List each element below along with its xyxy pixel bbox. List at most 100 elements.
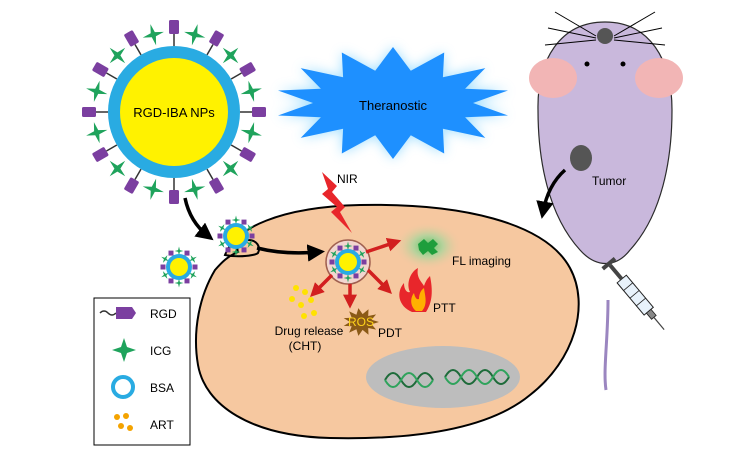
tumor-arrow xyxy=(536,168,567,219)
drug-release-sub-label: (CHT) xyxy=(289,339,322,353)
rgd-stalk xyxy=(206,44,214,56)
rgd-stalk xyxy=(134,168,142,180)
rgd-peptide-icon xyxy=(241,247,247,253)
mouse-body xyxy=(537,21,673,264)
legend-box xyxy=(93,297,191,446)
icg-star-icon xyxy=(142,24,164,46)
cell-membrane xyxy=(195,203,580,440)
particle-core xyxy=(339,253,357,271)
icg-star-icon xyxy=(222,47,239,64)
icg-star-icon xyxy=(231,247,241,257)
mouse: Tumor xyxy=(529,11,683,391)
icg-star-icon xyxy=(189,255,197,263)
theranostic-label: Theranostic xyxy=(359,98,427,113)
syringe-icon xyxy=(601,257,665,330)
rgd-peptide-icon xyxy=(337,245,343,251)
legend-label-icg: ICG xyxy=(150,344,171,358)
legend-label-art: ART xyxy=(150,418,174,432)
mouse-left-eye xyxy=(584,61,590,67)
mouse-nose xyxy=(597,28,613,44)
pdt-label: PDT xyxy=(378,326,403,340)
ptt-label: PTT xyxy=(433,301,456,315)
rgd-stalk xyxy=(230,72,242,80)
rgd-peptide-icon xyxy=(82,107,96,117)
icg-star-icon xyxy=(189,271,197,279)
rgd-peptide-icon xyxy=(337,273,343,279)
rgd-peptide-icon xyxy=(225,219,231,225)
small-nanoparticle xyxy=(160,246,198,288)
arrow-to-drug xyxy=(310,273,334,297)
rgd-peptide-icon xyxy=(192,264,198,270)
legend-label-rgd: RGD xyxy=(150,307,177,321)
particle-core xyxy=(227,227,245,245)
icg-star-icon xyxy=(184,178,206,200)
tumor-label: Tumor xyxy=(592,174,626,188)
icg-star-icon xyxy=(109,47,126,64)
fl-imaging-label: FL imaging xyxy=(452,254,511,268)
rgd-peptide-icon xyxy=(353,273,359,279)
rgd-peptide-icon xyxy=(252,107,266,117)
cell: FL imaging xyxy=(195,203,580,440)
icg-star-icon xyxy=(161,271,169,279)
cell-nucleus xyxy=(366,346,520,408)
legend-label-bsa: BSA xyxy=(150,381,174,395)
action-arrows xyxy=(310,238,402,309)
rgd-peptide-icon xyxy=(92,147,109,162)
nir-lightning-icon xyxy=(322,172,352,233)
mouse-left-ear xyxy=(529,58,577,98)
icg-star-icon xyxy=(109,160,126,177)
fl-signal-icon xyxy=(418,239,438,255)
ros-label: ROS xyxy=(348,315,374,329)
dna-strands xyxy=(384,369,510,388)
icg-star-icon xyxy=(218,224,226,232)
endosome xyxy=(325,239,371,285)
mouse-right-eye xyxy=(620,61,626,67)
icg-star-icon xyxy=(240,122,262,144)
uptake-arrow-2 xyxy=(256,244,325,262)
particle-surface-ligands xyxy=(82,20,266,204)
particle-core xyxy=(170,258,188,276)
icg-star-icon xyxy=(174,246,184,256)
rgd-peptide-icon xyxy=(361,259,367,265)
rgd-peptide-icon xyxy=(92,62,109,77)
rgd-peptide-icon xyxy=(353,245,359,251)
rgd-stalk xyxy=(230,144,242,152)
large-nanoparticle: RGD-IBA NPs xyxy=(82,20,266,204)
rgd-peptide-icon xyxy=(217,233,223,239)
particle-core xyxy=(120,58,228,166)
rgd-peptide-icon xyxy=(184,278,190,284)
icg-star-icon xyxy=(184,24,206,46)
small-nanoparticle xyxy=(329,241,367,283)
rgd-stalk xyxy=(134,44,142,56)
mouse-tail xyxy=(603,299,610,391)
icg-star-icon xyxy=(86,122,108,144)
icg-star-icon xyxy=(174,278,184,288)
icg-star-icon xyxy=(112,338,136,362)
rgd-stalk xyxy=(206,168,214,180)
nanoparticle-label: RGD-IBA NPs xyxy=(133,105,215,120)
icg-star-icon xyxy=(343,241,353,251)
rgd-peptide-icon xyxy=(99,307,136,319)
rgd-peptide-icon xyxy=(209,177,224,194)
icg-star-icon xyxy=(246,224,254,232)
icg-star-icon xyxy=(222,160,239,177)
drug-dots xyxy=(289,285,317,319)
rgd-peptide-icon xyxy=(239,147,256,162)
rgd-stalk xyxy=(106,72,118,80)
rgd-peptide-icon xyxy=(160,264,166,270)
rgd-peptide-icon xyxy=(169,190,179,204)
rgd-peptide-icon xyxy=(241,219,247,225)
theranostic-burst: Theranostic xyxy=(278,47,508,159)
burst-shape xyxy=(278,47,508,159)
rgd-peptide-icon xyxy=(209,30,224,47)
rgd-peptide-icon xyxy=(184,250,190,256)
icg-star-icon xyxy=(330,266,338,274)
mouse-right-ear xyxy=(635,58,683,98)
icg-star-icon xyxy=(231,215,241,225)
arrow-to-ptt xyxy=(366,268,392,294)
legend: RGD ICG BSA ART xyxy=(93,297,191,446)
rgd-peptide-icon xyxy=(169,20,179,34)
icg-star-icon xyxy=(358,250,366,258)
